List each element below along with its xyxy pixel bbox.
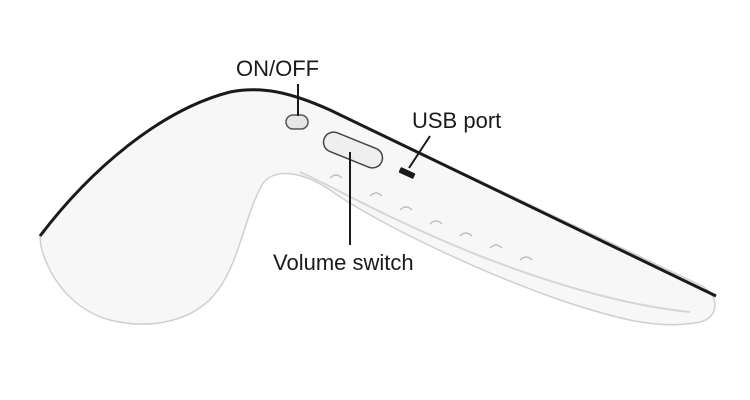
usb-port-label: USB port bbox=[412, 108, 502, 133]
power-button bbox=[285, 114, 309, 130]
device-body bbox=[39, 89, 716, 326]
device-top-edge bbox=[38, 88, 717, 298]
usb-port bbox=[398, 167, 416, 179]
grip-ridges bbox=[329, 174, 533, 261]
on-off-label: ON/OFF bbox=[236, 56, 320, 81]
usb-port-leader-line bbox=[408, 135, 431, 169]
device-shading bbox=[299, 171, 691, 313]
volume-switch-label: Volume switch bbox=[273, 250, 414, 275]
